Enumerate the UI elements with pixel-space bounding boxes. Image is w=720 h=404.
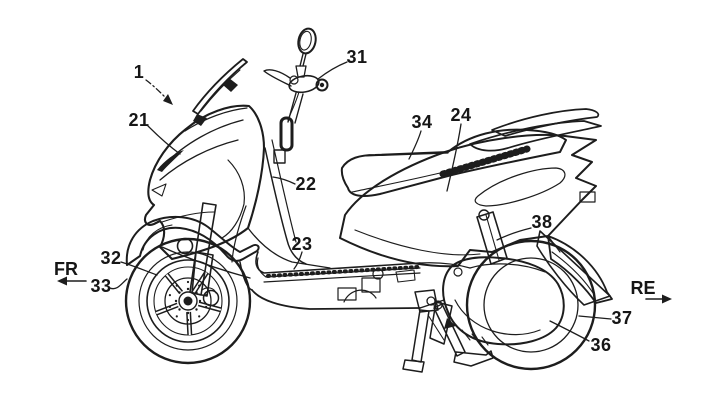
rear-direction-arrow <box>645 294 672 304</box>
callout-34: 34 <box>411 112 432 132</box>
leader-38 <box>496 227 532 241</box>
rear-wheel <box>465 239 597 371</box>
callout-31: 31 <box>346 47 367 67</box>
callout-numbers: 1 21 22 23 24 31 32 33 34 36 37 38 <box>90 47 632 355</box>
leader-24 <box>446 123 462 192</box>
mirror-stalk <box>299 53 307 67</box>
wheel-hub <box>178 291 198 311</box>
leader-22 <box>272 176 296 185</box>
tail-spoiler <box>469 108 602 152</box>
front-fender <box>125 215 260 266</box>
callout-38: 38 <box>531 212 552 232</box>
leader-34 <box>408 130 422 160</box>
seat-hatch-band <box>439 145 531 178</box>
leader-1-arrowhead <box>163 94 173 105</box>
screen-edge-shade <box>223 78 238 92</box>
callout-leaders <box>109 61 612 342</box>
callout-22: 22 <box>295 174 316 194</box>
mirror-handlebar <box>263 27 329 124</box>
callout-33: 33 <box>90 276 111 296</box>
callout-23: 23 <box>291 234 312 254</box>
callout-24: 24 <box>450 105 471 125</box>
rear-fender-cover <box>536 230 613 306</box>
leader-33 <box>109 278 128 290</box>
leader-32 <box>120 261 158 276</box>
leader-21 <box>147 125 181 155</box>
front-winker <box>157 150 184 172</box>
brake-caliper <box>202 289 220 307</box>
floor-frame <box>239 251 471 310</box>
screen-base-shade <box>193 114 207 126</box>
front-fork <box>189 202 220 307</box>
leg-shield <box>231 116 331 269</box>
rear-direction-label: RE <box>630 278 655 298</box>
axle-nut <box>183 296 193 306</box>
throttle-grip-end <box>315 78 329 92</box>
brake-lever <box>263 69 292 87</box>
callout-32: 32 <box>100 248 121 268</box>
callout-37: 37 <box>611 308 632 328</box>
center-stand <box>402 289 494 373</box>
callout-1: 1 <box>134 62 145 82</box>
callout-21: 21 <box>128 110 149 130</box>
leader-31 <box>317 61 348 80</box>
front-direction-arrow <box>57 276 87 286</box>
windscreen <box>192 58 248 126</box>
mirror <box>297 27 317 55</box>
front-direction-label: FR <box>54 259 78 279</box>
column-slot <box>279 116 294 152</box>
drive-unit <box>429 256 565 346</box>
direction-indicators: FR RE <box>54 259 672 304</box>
seat <box>340 128 567 197</box>
leader-36 <box>549 320 590 342</box>
callout-36: 36 <box>590 335 611 355</box>
frame-tube-shading <box>266 265 420 278</box>
fender-reflector <box>176 237 194 255</box>
leader-23 <box>293 251 303 270</box>
front-cowl <box>143 104 266 279</box>
leader-37 <box>578 315 612 320</box>
